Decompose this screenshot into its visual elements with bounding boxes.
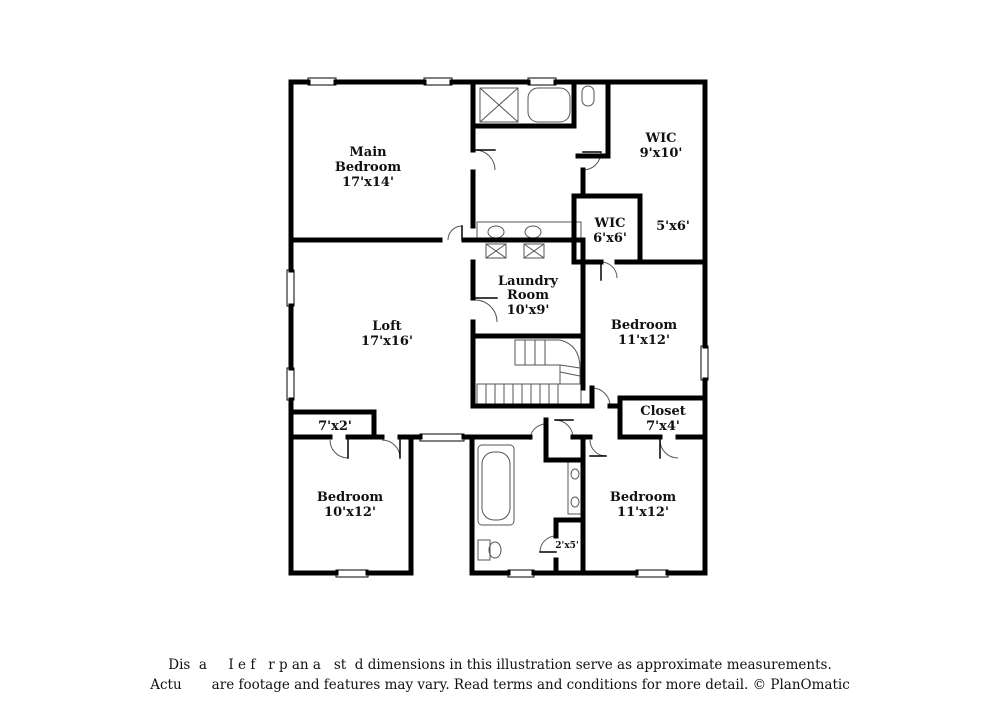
room-bedroom-right-top-name: Bedroom: [611, 318, 678, 333]
window: [307, 77, 337, 86]
room-laundry-dims: 10'x9': [507, 303, 550, 318]
door-swing: [381, 439, 401, 459]
room-bedroom-right-bottom-name: Bedroom: [610, 490, 677, 505]
room-closet-5x6-dims: 5'x6': [656, 219, 690, 234]
room-closet-right-dims: 7'x4': [646, 419, 680, 434]
room-bedroom-right-bottom-dims: 11'x12': [617, 505, 669, 520]
room-closet-right-name: Closet: [640, 404, 686, 419]
room-bedroom-right-top-dims: 11'x12': [618, 333, 670, 348]
vanity-lower: [485, 243, 507, 259]
window: [423, 77, 453, 86]
room-main-bedroom-dims: 17'x14': [342, 175, 394, 190]
hall-vanity: [567, 461, 583, 515]
room-bedroom-left-bottom-dims: 10'x12': [324, 505, 376, 520]
window: [286, 367, 295, 401]
room-laundry-name-line-2: Room: [507, 288, 549, 303]
window: [335, 569, 369, 578]
room-main-bedroom-name-line-2: Bedroom: [335, 160, 402, 175]
room-laundry-name-line-1: Laundry: [498, 274, 558, 289]
room-bedroom-left-bottom-name: Bedroom: [317, 490, 384, 505]
sink-fixture: [524, 225, 542, 239]
door-swing: [591, 387, 611, 407]
shower-fixture: [479, 87, 519, 123]
room-wic-1-dims: 9'x10': [640, 146, 683, 161]
hall-toilet: [477, 539, 491, 561]
room-loft-dims: 17'x16': [361, 334, 413, 349]
door-swing: [474, 149, 496, 171]
toilet-fixture: [581, 85, 595, 107]
room-wic-2-dims: 6'x6': [593, 231, 627, 246]
floor-plan: Main Bedroom 17'x14' WIC 9'x10' WIC 6'x6…: [286, 77, 709, 578]
door-swing: [474, 299, 498, 323]
door-swing: [447, 225, 463, 241]
window: [527, 77, 557, 86]
window: [700, 345, 709, 381]
door-swing: [554, 419, 574, 439]
room-closet-2x5-dims: 2'x5': [555, 541, 578, 551]
door-swing: [329, 439, 349, 459]
window: [507, 569, 535, 578]
room-wic-2-name: WIC: [593, 216, 625, 231]
disclaimer-line-2: Actu are footage and features may vary. …: [150, 677, 850, 693]
bathtub-fixture: [527, 87, 571, 123]
window: [419, 433, 465, 442]
disclaimer-line-1: Dis a I e f r p an a st d dimensions in …: [168, 657, 832, 673]
stairs: [476, 339, 582, 407]
room-loft-name: Loft: [372, 319, 401, 334]
sink-fixture: [487, 225, 505, 239]
windows: [286, 77, 709, 578]
door-swing: [659, 439, 679, 459]
hall-bathtub: [477, 444, 515, 526]
room-wic-1-name: WIC: [644, 131, 676, 146]
window: [286, 269, 295, 307]
window: [635, 569, 669, 578]
door-swing: [589, 439, 607, 457]
room-closet-7x2-dims: 7'x2': [318, 419, 352, 434]
vanity-lower: [523, 243, 545, 259]
walls: [288, 79, 708, 576]
room-labels: Main Bedroom 17'x14' WIC 9'x10' WIC 6'x6…: [317, 131, 690, 551]
room-main-bedroom-name-line-1: Main: [349, 145, 387, 160]
